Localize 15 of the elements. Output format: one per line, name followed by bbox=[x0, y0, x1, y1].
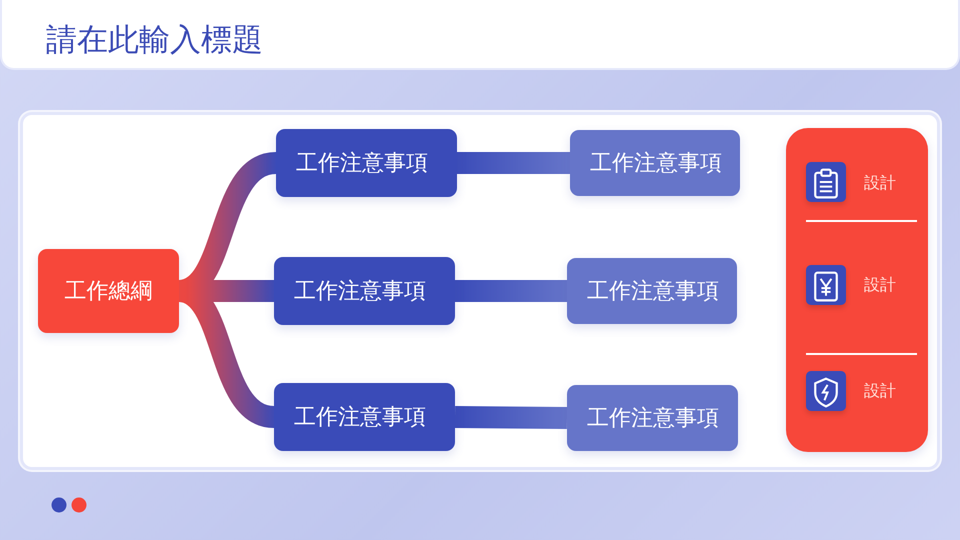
page-title: 請在此輸入標題 bbox=[46, 21, 263, 60]
topic-box: 工作注意事項 bbox=[274, 257, 455, 325]
detail-box: 工作注意事項 bbox=[570, 130, 740, 196]
item-label: 設計 bbox=[864, 172, 914, 194]
detail-box: 工作注意事項 bbox=[567, 258, 737, 324]
item-label: 設計 bbox=[864, 380, 914, 402]
root-box: 工作總綱 bbox=[38, 249, 179, 333]
connector bbox=[455, 280, 567, 302]
topic-box: 工作注意事項 bbox=[274, 383, 455, 451]
detail-box: 工作注意事項 bbox=[567, 385, 738, 451]
topic-box: 工作注意事項 bbox=[276, 129, 457, 197]
item-label: 設計 bbox=[864, 274, 914, 296]
side-panel bbox=[786, 128, 928, 452]
connector bbox=[454, 406, 568, 429]
connector bbox=[457, 152, 570, 174]
